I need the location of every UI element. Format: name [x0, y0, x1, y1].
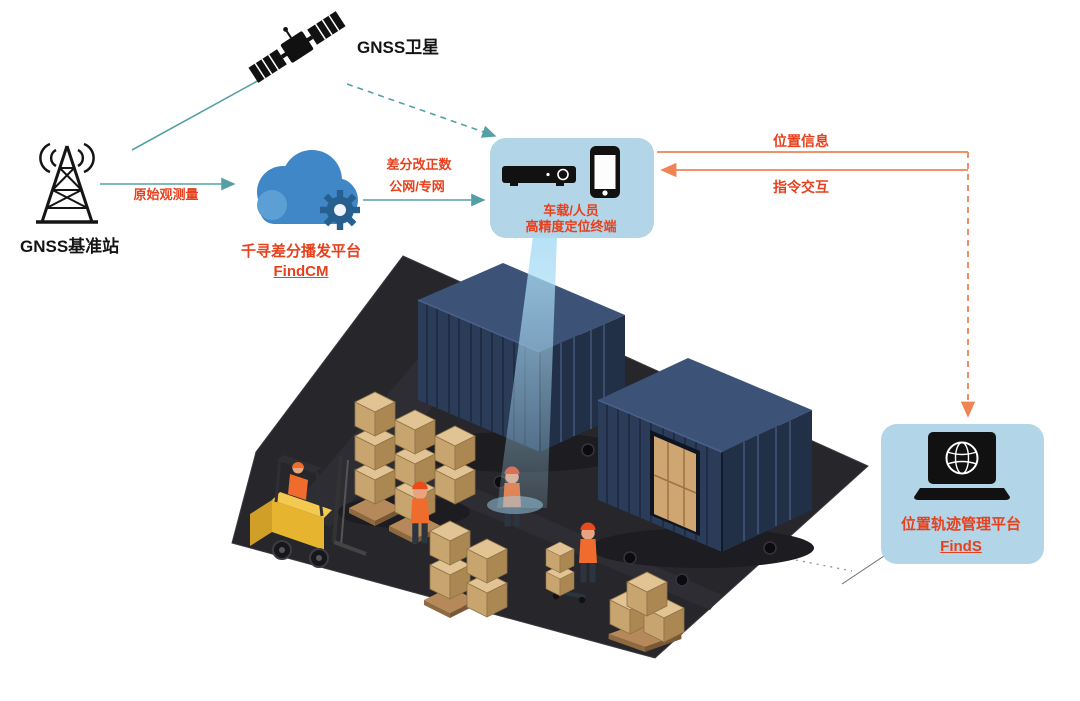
radio-tower-icon: [36, 142, 98, 224]
gear-icon: [320, 190, 360, 230]
laptop-globe-icon: [914, 432, 1010, 500]
pallet-jack: [545, 541, 586, 604]
satellite-icon: [248, 11, 346, 83]
satellite-to-base-line: [131, 77, 264, 151]
satellite-label: GNSS卫星: [357, 38, 440, 57]
connector-lines: [100, 77, 976, 585]
track-platform-callout-line: [841, 555, 885, 585]
position-info-label: 位置信息: [773, 133, 829, 149]
terminal-label-line2: 高精度定位终端: [525, 219, 617, 234]
container-icon: [597, 358, 812, 552]
raw-observation-label: 原始观测量: [133, 187, 199, 202]
cloud-platform-product: FindCM: [273, 263, 329, 280]
container-shadow: [590, 528, 814, 568]
track-platform-product: FindS: [940, 538, 982, 555]
cloud-platform-name: 千寻差分播发平台: [240, 243, 362, 260]
container-open-cargo: [650, 430, 700, 536]
track-platform-name: 位置轨迹管理平台: [900, 516, 1022, 533]
terminal-label-line1: 车载/人员: [543, 203, 599, 218]
smartphone-icon: [590, 146, 620, 198]
receiver-box-icon: [502, 166, 576, 186]
satellite-to-terminal-dashed-line: [346, 83, 497, 138]
diff-correction-label: 差分改正数: [386, 157, 452, 172]
base-station-label: GNSS基准站: [20, 237, 120, 256]
network-label: 公网/专网: [389, 179, 445, 194]
forklift-icon: [250, 455, 367, 568]
command-interaction-label: 指令交互: [773, 179, 829, 195]
positioning-beam: [497, 236, 557, 508]
warehouse-scene: [231, 255, 869, 659]
